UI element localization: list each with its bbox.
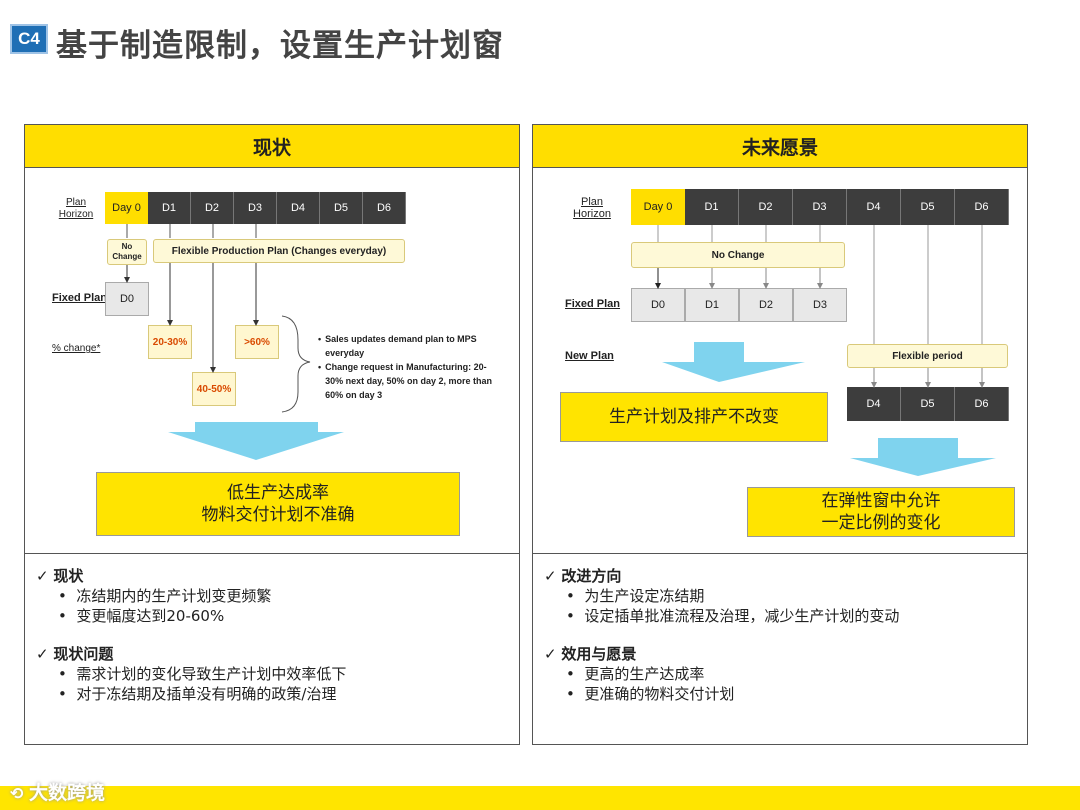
check-icon: ✓: [544, 567, 562, 585]
bottom-right-content: ✓ 改进方向 • 为生产设定冻结期 • 设定插单批准流程及治理，减少生产计划的变…: [544, 566, 1014, 704]
section-badge: C4: [10, 24, 48, 54]
left-pct-box: 20-30%: [148, 325, 192, 359]
right-result-box-right: 在弹性窗中允许 一定比例的变化: [747, 487, 1015, 537]
bullet-item: • 设定插单批准流程及治理，减少生产计划的变动: [566, 607, 900, 625]
left-pct-change-label: % change*: [52, 343, 101, 354]
right-day-row: Day 0 D1 D2 D3 D4 D5 D6: [631, 189, 1009, 225]
left-connectors: [124, 224, 344, 460]
right-fixed-cell: D2: [739, 288, 793, 322]
right-down-arrow-left: [662, 342, 805, 382]
left-result-line: 物料交付计划不准确: [201, 505, 355, 525]
left-day-cell: D6: [363, 192, 406, 224]
left-pct-box: >60%: [235, 325, 279, 359]
section: ✓ 现状问题 • 需求计划的变化导致生产计划中效率低下 • 对于冻结期及插单没有…: [36, 644, 506, 704]
right-fixed-cell: D0: [631, 288, 685, 322]
right-connectors: [655, 225, 996, 476]
bullet-item: • 需求计划的变化导致生产计划中效率低下: [58, 665, 347, 683]
right-fixed-plan-label: Fixed Plan: [565, 298, 621, 310]
left-note-item: •Change request in Manufacturing: 20-30%…: [318, 362, 493, 400]
left-fixed-plan-label: Fixed Plan: [52, 292, 108, 304]
left-day-row: Day 0 D1 D2 D3 D4 D5 D6: [105, 192, 406, 224]
left-pct-box: 40-50%: [192, 372, 236, 406]
left-result-box: 低生产达成率 物料交付计划不准确: [96, 472, 460, 536]
left-result-line: 低生产达成率: [227, 483, 329, 503]
right-flex-cell: D4: [847, 387, 901, 421]
right-result-line: 在弹性窗中允许: [821, 491, 941, 511]
left-note-item: •Sales updates demand plan to MPS everyd…: [318, 334, 477, 358]
right-fixed-cell: D1: [685, 288, 739, 322]
section-title: ✓ 现状: [36, 567, 84, 585]
left-plan-horizon-label: Plan Horizon: [58, 197, 94, 220]
bottom-left-panel: [24, 553, 520, 745]
section-title: ✓ 现状问题: [36, 645, 114, 663]
bottom-left-content: ✓ 现状 • 冻结期内的生产计划变更频繁 • 变更幅度达到20-60% ✓ 现状…: [36, 566, 506, 704]
left-day-cell: D1: [148, 192, 191, 224]
section: ✓ 现状 • 冻结期内的生产计划变更频繁 • 变更幅度达到20-60%: [36, 566, 506, 626]
right-day-cell: D3: [793, 189, 847, 225]
left-down-arrow: [168, 422, 344, 460]
right-day-cell: D6: [955, 189, 1009, 225]
check-icon: ✓: [544, 645, 562, 663]
right-flex-cell: D6: [955, 387, 1009, 421]
section: ✓ 改进方向 • 为生产设定冻结期 • 设定插单批准流程及治理，减少生产计划的变…: [544, 566, 1014, 626]
left-no-change-box: No Change: [107, 239, 147, 265]
left-flexible-plan-box: Flexible Production Plan (Changes everyd…: [153, 239, 405, 263]
right-day-cell: D2: [739, 189, 793, 225]
right-no-change-box: No Change: [631, 242, 845, 268]
left-day-cell: Day 0: [105, 192, 148, 224]
section-title: ✓ 改进方向: [544, 567, 622, 585]
left-day-cell: D2: [191, 192, 234, 224]
watermark-logo-icon: ⟲: [10, 784, 29, 803]
left-fixed-d0: D0: [105, 282, 149, 316]
right-result-box-left: 生产计划及排产不改变: [560, 392, 828, 442]
bottom-right-panel: [532, 553, 1028, 745]
right-fixed-row: D0 D1 D2 D3: [631, 288, 847, 322]
bullet-item: • 更准确的物料交付计划: [566, 685, 735, 703]
right-day-cell: D1: [685, 189, 739, 225]
right-result-text: 生产计划及排产不改变: [609, 407, 779, 427]
bullet-item: • 变更幅度达到20-60%: [58, 607, 225, 625]
section: ✓ 效用与愿景 • 更高的生产达成率 • 更准确的物料交付计划: [544, 644, 1014, 704]
footer-bar: [0, 786, 1080, 810]
right-day-cell: D5: [901, 189, 955, 225]
right-down-arrow-right: [850, 438, 996, 476]
right-plan-horizon-label: Plan Horizon: [573, 196, 611, 220]
section-title: ✓ 效用与愿景: [544, 645, 637, 663]
right-new-plan-label: New Plan: [565, 350, 614, 362]
left-day-cell: D3: [234, 192, 277, 224]
left-day-cell: D5: [320, 192, 363, 224]
right-panel-heading: 未来愿景: [532, 124, 1028, 168]
check-icon: ✓: [36, 567, 54, 585]
bullet-item: • 对于冻结期及插单没有明确的政策/治理: [58, 685, 337, 703]
left-notes: •Sales updates demand plan to MPS everyd…: [318, 332, 500, 402]
bullet-item: • 为生产设定冻结期: [566, 587, 705, 605]
watermark: ⟲ 大数跨境: [10, 782, 105, 804]
right-result-line: 一定比例的变化: [821, 513, 941, 533]
check-icon: ✓: [36, 645, 54, 663]
bullet-item: • 冻结期内的生产计划变更频繁: [58, 587, 272, 605]
bullet-item: • 更高的生产达成率: [566, 665, 705, 683]
left-day-cell: D4: [277, 192, 320, 224]
right-flex-row: D4 D5 D6: [847, 387, 1009, 421]
right-day-cell: D4: [847, 189, 901, 225]
right-day-cell: Day 0: [631, 189, 685, 225]
right-flexible-period-box: Flexible period: [847, 344, 1008, 368]
left-panel-heading: 现状: [24, 124, 520, 168]
right-flex-cell: D5: [901, 387, 955, 421]
page-title: 基于制造限制，设置生产计划窗: [56, 28, 504, 64]
